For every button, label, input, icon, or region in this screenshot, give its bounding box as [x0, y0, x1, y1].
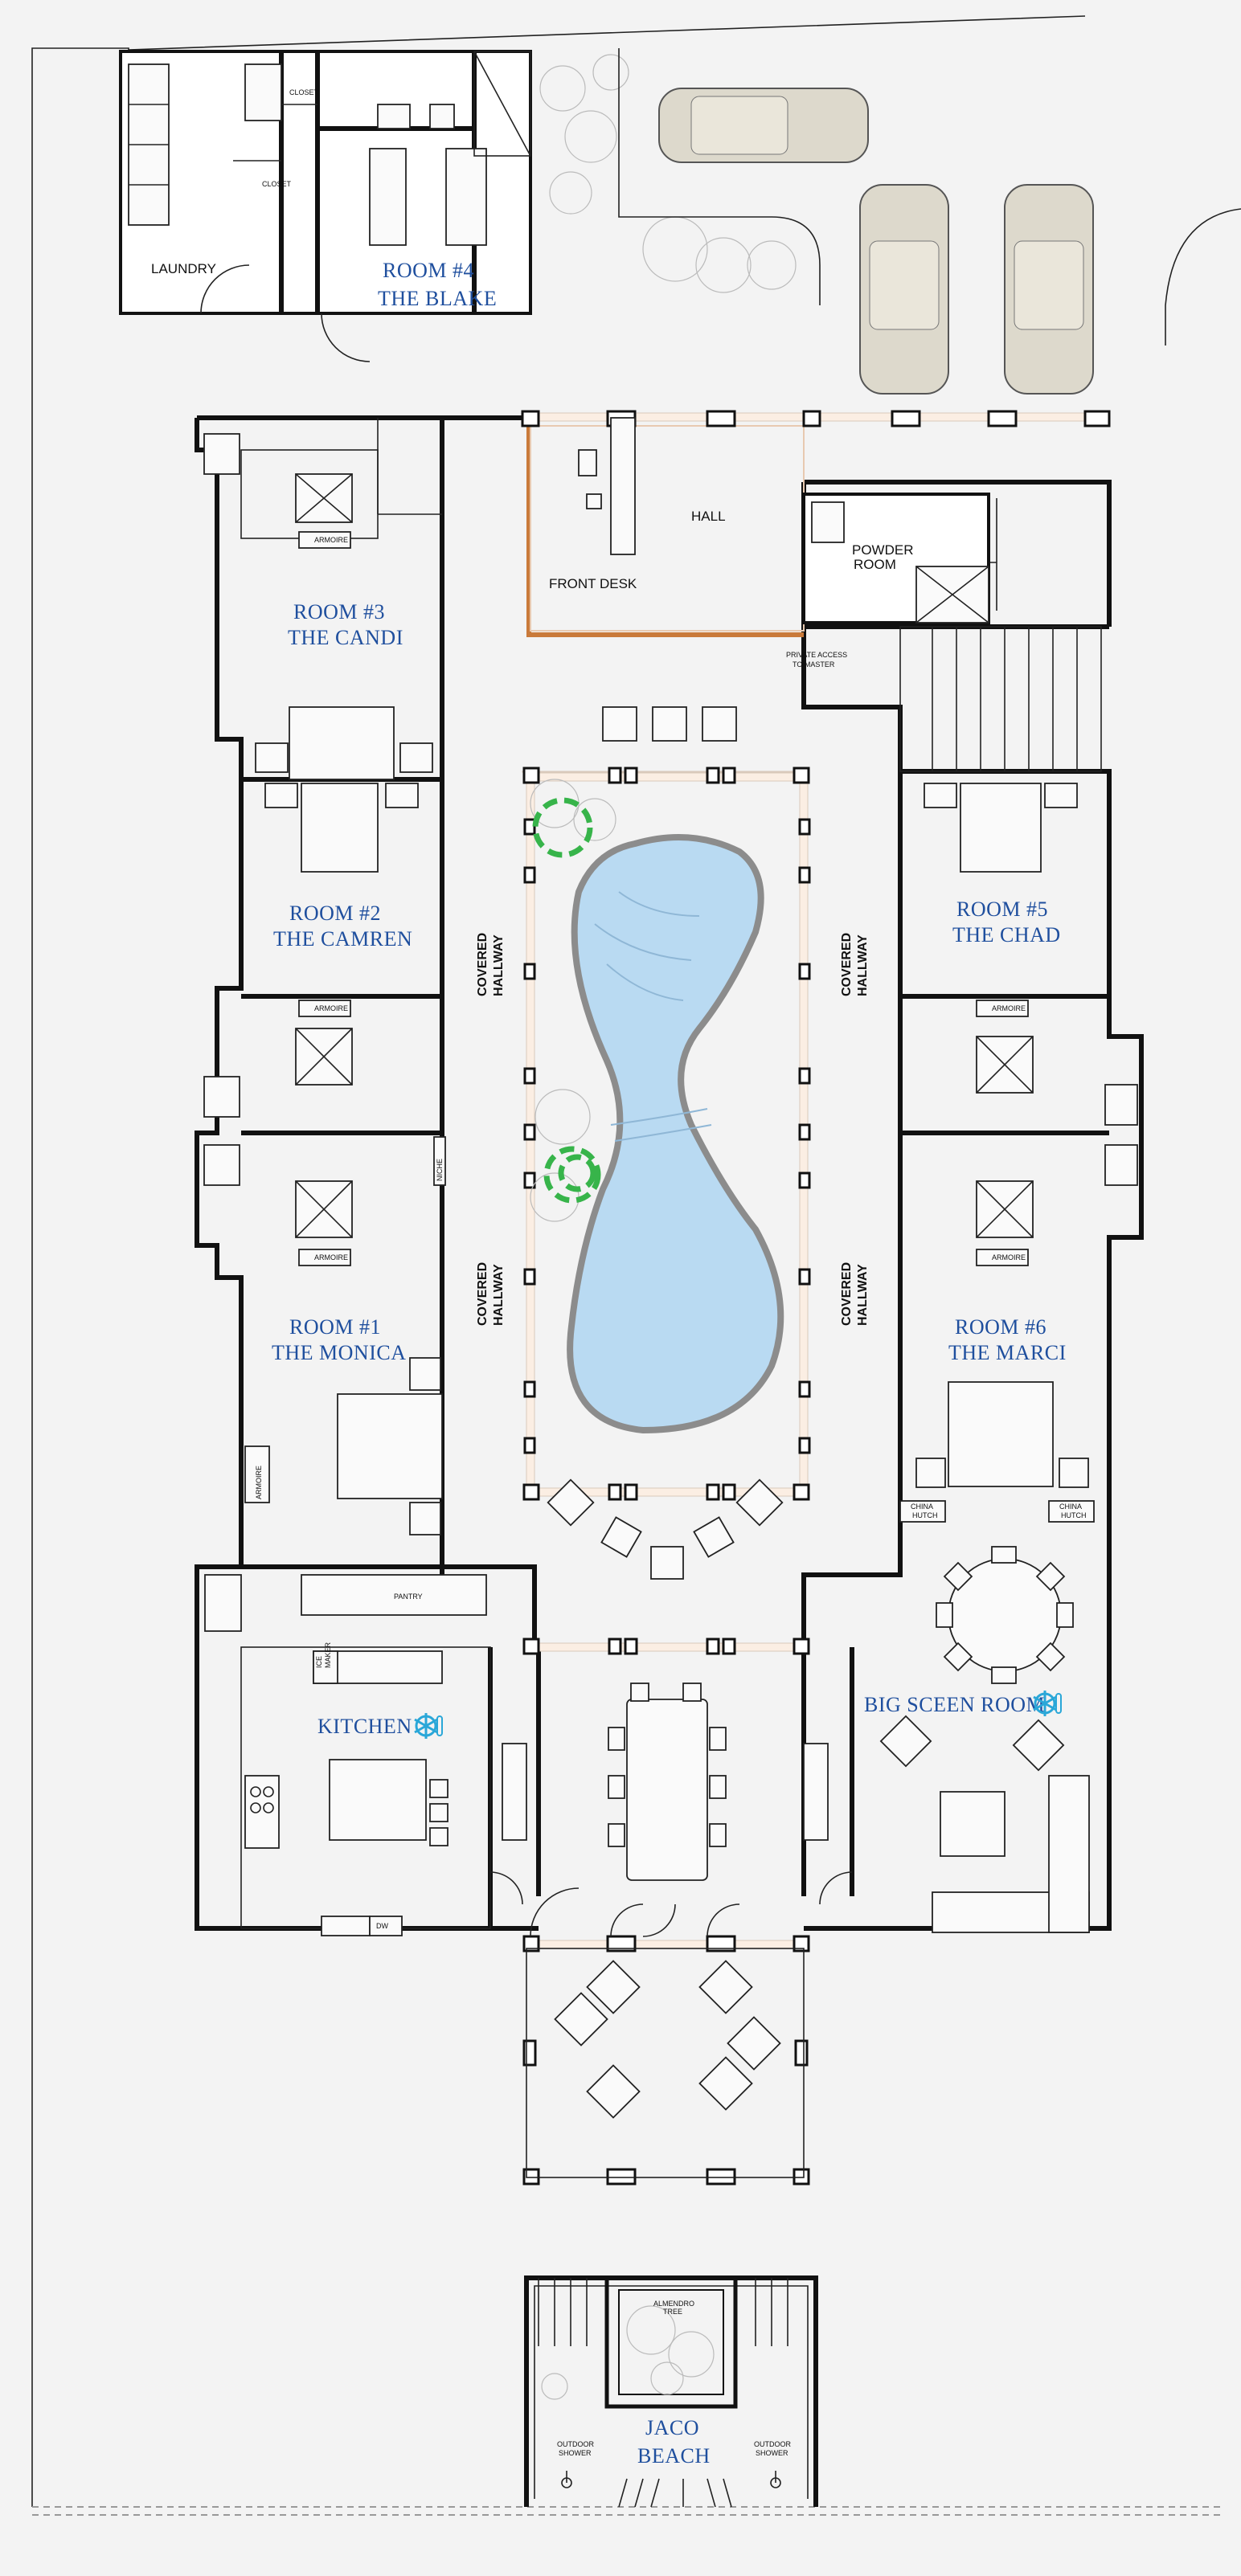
room5-label-line1: ROOM #5	[956, 898, 1048, 921]
room6: ARMOIRE ROOM #6 THE MARCI CHINA HUTCH CH…	[899, 1144, 1138, 1523]
kitchen-label: KITCHEN	[317, 1715, 412, 1738]
covered-hallway-labels: COVERED HALLWAY COVERED HALLWAY COVERED …	[476, 933, 870, 1326]
covered-hallway-left-top-1: COVERED	[476, 933, 489, 996]
courtyard-side-pillars	[523, 818, 811, 1454]
outdoor-shower-right-label-1: OUTDOOR	[754, 2440, 791, 2448]
big-screen-room-label: BIG SCEEN ROOM	[864, 1693, 1045, 1716]
ac-icon	[414, 1713, 443, 1739]
laundry-sink	[244, 63, 282, 121]
covered-hallway-right-top-1: COVERED	[840, 933, 854, 996]
outdoor-shower-right-label-2: SHOWER	[756, 2449, 788, 2457]
room3-label-line1: ROOM #3	[293, 600, 385, 624]
room6-armoire-label: ARMOIRE	[992, 1253, 1026, 1261]
tree-marker-1	[532, 797, 593, 858]
room1-armoire-side-label: ARMOIRE	[255, 1466, 263, 1499]
room1-bed	[337, 1393, 443, 1499]
pantry-label: PANTRY	[394, 1593, 423, 1601]
niche-label: NICHE	[436, 1159, 444, 1181]
front-desk	[610, 417, 636, 555]
room6-label-line1: ROOM #6	[955, 1315, 1046, 1339]
front-desk-counter	[526, 426, 804, 637]
beach-access: ALMENDRO TREE OUTDOOR SHOWER OUTDOOR SHO…	[524, 2275, 818, 2508]
terrace	[526, 1887, 805, 2178]
room6-label-line2: THE MARCI	[948, 1341, 1067, 1364]
room5: ARMOIRE ROOM #5 THE CHAD	[924, 783, 1138, 1126]
courtyard-trees	[530, 779, 616, 1222]
almendro-tree-label-2: TREE	[663, 2308, 682, 2316]
room3-bed	[289, 706, 395, 780]
room2: ARMOIRE ROOM #2 THE CAMREN	[203, 783, 419, 1118]
swimming-pool	[567, 834, 784, 1434]
room2-bed	[301, 783, 379, 873]
china-hutch-2-label-a: CHINA	[1059, 1503, 1082, 1511]
courtyard-lounge-chairs	[547, 1478, 784, 1580]
room4-bed-left	[369, 148, 407, 246]
site-boundary	[31, 15, 1086, 2507]
covered-hallway-right-bottom-1: COVERED	[840, 1262, 854, 1326]
covered-hallway-left-bottom-1: COVERED	[476, 1262, 489, 1326]
almendro-tree-label-1: ALMENDRO	[653, 2300, 694, 2308]
covered-hallway-right-bottom-2: HALLWAY	[856, 1264, 870, 1326]
room4-bed-right	[445, 148, 487, 246]
closet-mid-label: CLOSET	[262, 180, 292, 188]
china-hutch-1-label-b: HUTCH	[912, 1511, 938, 1519]
covered-hallway-right-top-2: HALLWAY	[856, 934, 870, 996]
top-wing: LAUNDRY CLOSET CLOSET ROOM #4 THE BLAKE	[119, 50, 532, 362]
front-desk-label: FRONT DESK	[549, 576, 637, 591]
garden-trees-top	[539, 48, 1241, 346]
ice-maker-label-1: ICE	[315, 1656, 323, 1668]
staircase	[899, 626, 1102, 772]
room3-armoire-label: ARMOIRE	[314, 536, 348, 544]
dining-area	[489, 1683, 853, 1905]
room4-label-line1: ROOM #4	[383, 259, 474, 282]
room1: ARMOIRE NICHE ARMOIRE ROOM #1 THE MONICA	[203, 1136, 446, 1535]
closet-top-label: CLOSET	[289, 88, 319, 96]
parked-cars	[658, 88, 1094, 395]
powder-room-label-1: POWDER	[852, 542, 914, 558]
room2-label-line1: ROOM #2	[289, 902, 381, 925]
room2-label-line2: THE CAMREN	[273, 927, 412, 951]
china-hutch-2-label-b: HUTCH	[1061, 1511, 1087, 1519]
room3-label-line2: THE CANDI	[288, 626, 403, 649]
tree-marker-2	[543, 1146, 601, 1204]
room3: ARMOIRE ROOM #3 THE CANDI	[203, 433, 433, 780]
private-access-label-2: TO MASTER	[793, 660, 835, 669]
room1-label-line2: THE MONICA	[272, 1341, 407, 1364]
room1-label-line1: ROOM #1	[289, 1315, 381, 1339]
dishwasher-label: DW	[376, 1922, 388, 1930]
room2-armoire-label: ARMOIRE	[314, 1004, 348, 1012]
room5-bed	[960, 783, 1042, 873]
china-hutch-1-label-a: CHINA	[911, 1503, 933, 1511]
powder-room-label-2: ROOM	[854, 557, 896, 572]
room5-armoire-label: ARMOIRE	[992, 1004, 1026, 1012]
kitchen-island	[329, 1759, 427, 1841]
beach-label-line2: BEACH	[637, 2444, 711, 2468]
ac-icon	[1033, 1691, 1062, 1716]
room5-label-line2: THE CHAD	[952, 923, 1061, 947]
stove	[244, 1775, 280, 1849]
kitchen: PANTRY ICE MAKER DW KITCHEN	[204, 1574, 491, 1936]
outdoor-shower-left-label-1: OUTDOOR	[557, 2440, 594, 2448]
big-screen-room: BIG SCEEN ROOM	[864, 1546, 1090, 1933]
room4-label-line2: THE BLAKE	[378, 287, 497, 310]
covered-hallway-left-bottom-2: HALLWAY	[492, 1264, 506, 1326]
courtyard-pillars	[521, 410, 1111, 2186]
dining-table	[626, 1699, 708, 1881]
hall-label: HALL	[691, 509, 726, 524]
covered-hallway-left-top-2: HALLWAY	[492, 934, 506, 996]
beach-label-line1: JACO	[645, 2416, 699, 2439]
ice-maker-label-2: MAKER	[324, 1642, 332, 1668]
private-access-label-1: PRIVATE ACCESS	[786, 651, 847, 659]
room1-armoire-label: ARMOIRE	[314, 1253, 348, 1261]
room6-bed	[948, 1381, 1054, 1487]
outdoor-shower-left-label-2: SHOWER	[559, 2449, 592, 2457]
laundry-label: LAUNDRY	[151, 261, 216, 276]
front-hall: HALL FRONT DESK POWDER ROOM PRIVATE ACCE…	[549, 417, 1102, 772]
